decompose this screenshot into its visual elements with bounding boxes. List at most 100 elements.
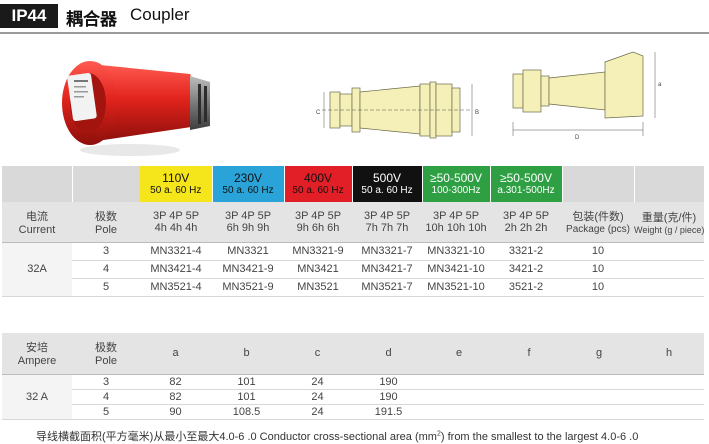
dim-cell: 190 [353,389,424,405]
model-cell: MN3421-9 [212,260,284,279]
model-cell: MN3421-10 [422,260,490,279]
page-header: IP44 耦合器 Coupler [0,0,709,34]
dim-label-b: B [475,110,479,116]
dim-cell: 24 [282,389,353,405]
package-value: 10 [562,242,634,261]
package-value: 10 [562,278,634,297]
dim-cell [494,374,564,390]
pole-value: 4 [72,260,140,279]
dim-cell [564,389,634,405]
pole-value: 5 [72,404,140,420]
model-cell: 3421-2 [490,260,562,279]
weight-value [634,260,704,279]
header-divider [0,32,709,34]
dim-cell: 101 [211,389,282,405]
table-row: 32A 3 MN3321-4 MN3321 MN3321-9 MN3321-7 … [2,242,704,297]
model-table: 110V 50 a. 60 Hz 230V 50 a. 60 Hz 400V 5… [2,166,704,297]
voltage-header-row: 110V 50 a. 60 Hz 230V 50 a. 60 Hz 400V 5… [2,166,704,202]
ip-rating-badge: IP44 [0,4,58,28]
weight-value [634,242,704,261]
dim-cell: 24 [282,404,353,420]
blank-cell [633,166,704,202]
model-cell: MN3321-9 [284,242,352,261]
coupler-dimension-drawing-top: D a [512,51,662,141]
model-cell: MN3521-10 [422,278,490,297]
dim-header-a: a [140,333,211,375]
dim-header-b: b [211,333,282,375]
dim-cell [424,389,494,405]
dim-cell [424,374,494,390]
pole-value: 4 [72,389,140,405]
dim-header-d: d [353,333,424,375]
dim-cell [634,374,704,390]
voltage-110v-cell: 110V 50 a. 60 Hz [140,166,212,202]
model-cell: 3321-2 [490,242,562,261]
dim-cell: 82 [140,374,211,390]
model-cell: MN3521-4 [140,278,212,297]
table-row: 4 MN3421-4 MN3421-9 MN3421 MN3421-7 MN34… [2,260,704,279]
dim-cell [494,389,564,405]
blank-cell [2,166,72,202]
title-english: Coupler [130,5,190,24]
voltage-500v-cell: 500V 50 a. 60 Hz [351,166,422,202]
table-row: 32 A 3 82 101 24 190 [2,374,704,420]
dim-cell [564,374,634,390]
weight-value [634,278,704,297]
weight-header: 重量(克/件)Weight (g / piece) [634,202,704,243]
dim-cell [564,404,634,420]
voltage-400v-cell: 400V 50 a. 60 Hz [283,166,352,202]
dim-header-f: f [494,333,564,375]
table-row: 4 82 101 24 190 [2,389,704,405]
dim-label-d: D [575,135,580,141]
dim-cell: 190 [353,374,424,390]
voltage-50-500v-301-500hz-cell: ≥50-500V a.301-500Hz [489,166,562,202]
dim-cell [634,389,704,405]
dim-header-h: h [634,333,704,375]
pole-value: 3 [72,374,140,390]
dim-header-c: c [282,333,353,375]
ampere-value: 32 A [2,374,72,420]
model-cell: MN3321 [212,242,284,261]
model-cell: 3521-2 [490,278,562,297]
dim-cell: 24 [282,374,353,390]
title-chinese: 耦合器 [66,10,117,30]
model-cell: MN3521-9 [212,278,284,297]
dim-cell: 90 [140,404,211,420]
dim-cell: 191.5 [353,404,424,420]
pole-value: 3 [72,242,140,261]
package-value: 10 [562,260,634,279]
dim-cell [494,404,564,420]
dim-header-e: e [424,333,494,375]
model-cell: MN3321-7 [352,242,422,261]
dim-cell [634,404,704,420]
dim-cell [424,404,494,420]
dim-cell: 101 [211,374,282,390]
blank-cell [561,166,634,202]
model-cell: MN3521 [284,278,352,297]
current-value: 32A [2,242,72,297]
model-cell: MN3421-7 [352,260,422,279]
model-cell: MN3321-10 [422,242,490,261]
conductor-footnote: 导线横截面积(平方毫米)从最小至最大4.0-6 .0 Conductor cro… [36,430,639,443]
package-header: 包装(件数)Package (pcs) [562,202,634,243]
model-cell: MN3421-4 [140,260,212,279]
dim-cell: 82 [140,389,211,405]
model-cell: MN3521-7 [352,278,422,297]
model-cell: MN3321-4 [140,242,212,261]
voltage-230v-cell: 230V 50 a. 60 Hz [211,166,284,202]
table-row: 5 MN3521-4 MN3521-9 MN3521 MN3521-7 MN35… [2,278,704,297]
dim-cell: 108.5 [211,404,282,420]
coupler-dimension-drawing-side: C B [316,81,479,139]
